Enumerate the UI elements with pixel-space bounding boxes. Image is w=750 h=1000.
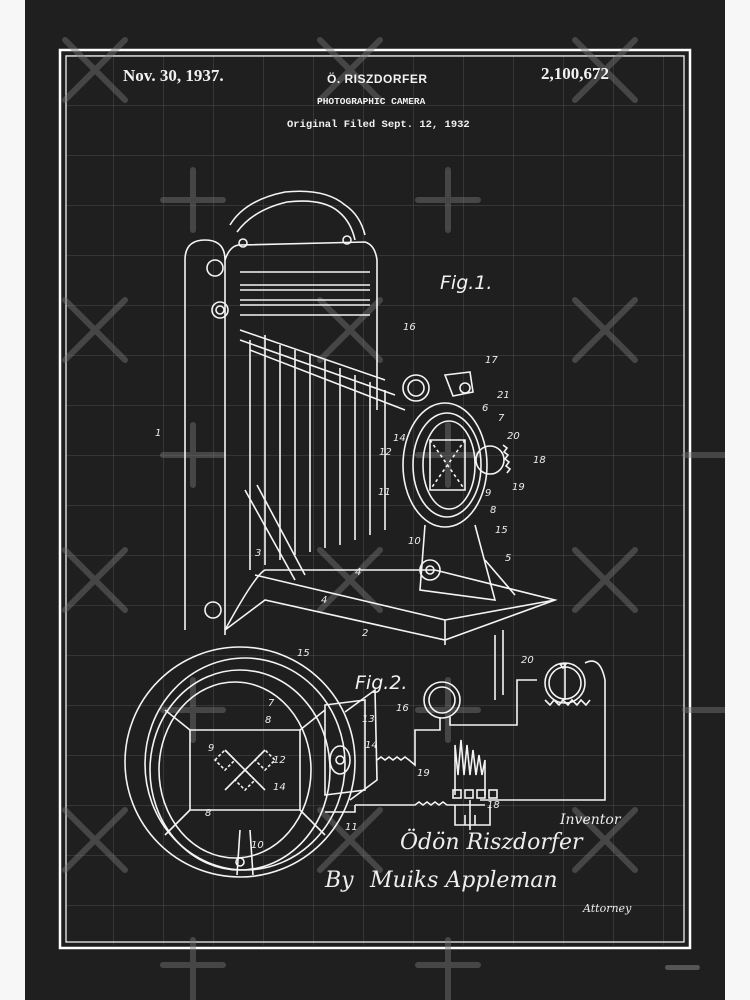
ref-label: 8	[205, 808, 212, 819]
ref-label: 8	[265, 715, 272, 726]
outer-border	[58, 48, 692, 950]
filed-date: Original Filed Sept. 12, 1932	[287, 119, 470, 131]
ref-label: 6	[482, 403, 489, 414]
ref-label: 14	[273, 782, 286, 793]
ref-label: 20	[507, 431, 520, 442]
patent-title: PHOTOGRAPHIC CAMERA	[317, 96, 426, 107]
ref-label: 15	[495, 525, 508, 536]
ref-label: 18	[533, 455, 546, 466]
ref-label: 11	[345, 822, 358, 833]
ref-label: 8	[490, 505, 497, 516]
ref-label: 15	[297, 648, 310, 659]
watermark-bar	[665, 965, 700, 970]
ref-label: 9	[208, 743, 215, 754]
ref-label: 10	[251, 840, 264, 851]
grid-background	[65, 55, 685, 945]
ref-label: 9	[485, 488, 492, 499]
inventor-name: Ö. RISZDORFER	[327, 72, 428, 86]
ref-label: 19	[512, 482, 525, 493]
patent-drawing	[25, 0, 725, 1000]
ref-label: 20	[521, 655, 534, 666]
ref-label: 12	[379, 447, 392, 458]
inventor-role-label: Inventor	[560, 812, 621, 828]
patent-number: 2,100,672	[541, 64, 609, 83]
ref-label: 2	[362, 628, 369, 639]
fig1-camera	[184, 190, 558, 700]
inner-border	[65, 55, 685, 943]
ref-label: 7	[498, 413, 505, 424]
attorney-role-label: Attorney	[583, 902, 632, 915]
by-label: By	[325, 868, 354, 893]
ref-label: 21	[497, 390, 510, 401]
fig1-caption: Fig.1.	[440, 272, 493, 294]
ref-label: 14	[365, 740, 378, 751]
ref-label: 11	[378, 487, 391, 498]
patent-date: Nov. 30, 1937.	[123, 66, 224, 85]
ref-label: 14	[393, 433, 406, 444]
ref-label: 3	[255, 548, 262, 559]
ref-label: 19	[417, 768, 430, 779]
inventor-signature: Ödön Riszdorfer	[400, 830, 583, 855]
ref-label: 5	[505, 553, 512, 564]
ref-label: 1	[155, 428, 162, 439]
ref-label: 4	[321, 595, 328, 606]
ref-label: 4	[355, 567, 362, 578]
ref-label: 17	[485, 355, 498, 366]
ref-label: 16	[403, 322, 416, 333]
ref-label: 7	[268, 698, 275, 709]
ref-label: 16	[396, 703, 409, 714]
fig2-caption: Fig.2.	[355, 672, 408, 694]
ref-label: 18	[487, 800, 500, 811]
ref-label: 13	[362, 714, 375, 725]
patent-poster: Nov. 30, 1937. Ö. RISZDORFER PHOTOGRAPHI…	[25, 0, 725, 1000]
ref-label: 10	[408, 536, 421, 547]
fig2-diagram	[124, 646, 606, 878]
attorney-signature: Muiks Appleman	[370, 868, 558, 893]
watermark	[62, 37, 725, 1000]
ref-label: 12	[273, 755, 286, 766]
